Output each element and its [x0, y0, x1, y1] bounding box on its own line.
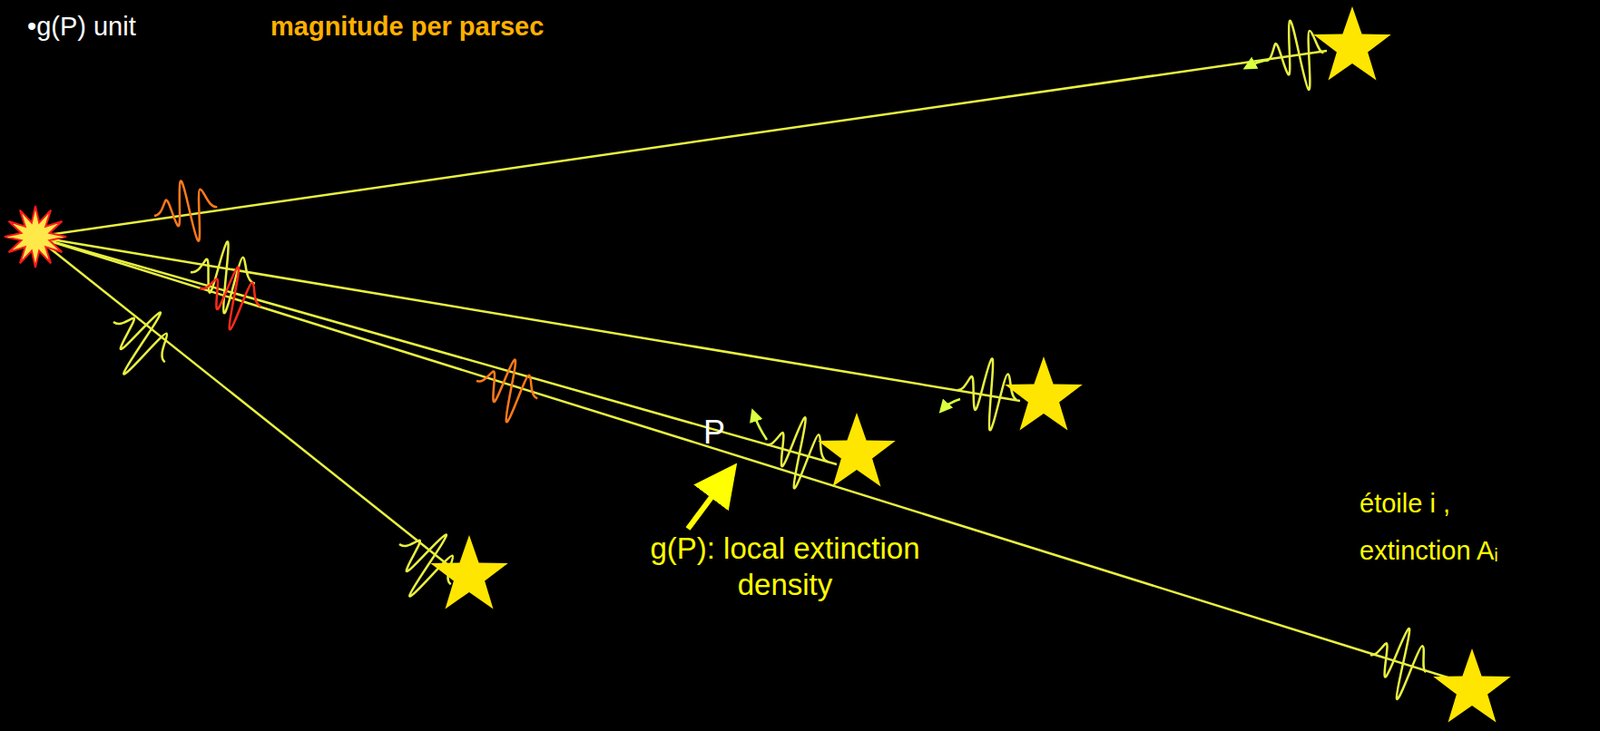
wave-packet: [92, 16, 1437, 706]
star: [817, 412, 896, 487]
direction-arrow: [753, 59, 1269, 441]
star-label: étoile i ,: [1359, 488, 1451, 521]
unit-label: •g(P) unit: [27, 10, 137, 43]
light-source-burst: [4, 206, 67, 268]
extinction-label: extinction Aᵢ: [1359, 535, 1499, 568]
point-label: P: [703, 412, 726, 452]
callout-label: g(P): local extinction density: [626, 530, 944, 603]
pointer-arrow: [687, 471, 731, 530]
light-ray: [35, 50, 1460, 682]
star: [430, 535, 509, 609]
star: [1433, 648, 1512, 723]
star: [1313, 6, 1392, 80]
unit-value: magnitude per parsec: [270, 10, 544, 43]
star: [1004, 356, 1083, 431]
